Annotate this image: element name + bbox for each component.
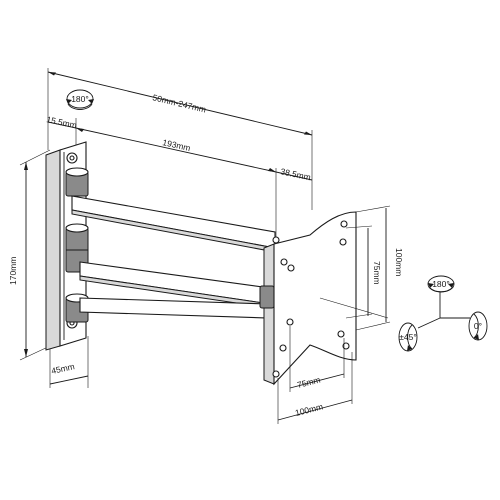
dimension-plate-height: 170mm xyxy=(8,149,51,361)
swivel-badge-top: 180° xyxy=(66,89,94,110)
vesa-hole xyxy=(272,370,280,378)
label-vesa-inner-width: 75mm xyxy=(296,375,321,390)
dimension-head-depth: 38.5mm xyxy=(275,166,313,240)
upper-arm xyxy=(71,195,276,253)
dimension-arm-length: 193mm xyxy=(75,127,277,173)
label-vesa-outer-height: 100mm xyxy=(394,248,404,276)
label-arm-length: 193mm xyxy=(162,137,192,153)
vesa-hole xyxy=(287,264,295,272)
label-head-depth: 38.5mm xyxy=(280,166,312,182)
axis-tilt-badge: ±45° xyxy=(398,322,418,352)
label-axis-swivel: 180° xyxy=(432,279,450,289)
rotate-arrow-icon xyxy=(407,324,413,350)
vesa-hole xyxy=(279,344,287,352)
axis-swivel-badge: 180° xyxy=(427,275,455,293)
label-swivel-top: 180° xyxy=(71,94,89,104)
vesa-hole xyxy=(337,330,345,338)
dimension-vesa-outer-height: 100mm xyxy=(355,205,404,331)
dimension-vesa-inner-height: 75mm xyxy=(345,225,382,319)
tilt-knob xyxy=(259,285,275,309)
vesa-hole xyxy=(342,342,350,350)
lower-arm xyxy=(79,261,271,319)
label-arm-extension: 50mm-247mm xyxy=(152,92,208,114)
dimension-wall-offset: 15.5mm xyxy=(46,114,78,150)
rotation-axis xyxy=(417,292,470,329)
center-guide-line xyxy=(319,297,389,319)
rotate-arrow-icon xyxy=(473,313,479,339)
rotate-arrow-icon xyxy=(67,103,93,110)
label-axis-tilt: ±45° xyxy=(399,332,417,342)
middle-joint xyxy=(65,223,89,273)
label-plate-width: 45mm xyxy=(50,361,75,376)
label-plate-height: 170mm xyxy=(8,257,18,285)
vesa-hole xyxy=(340,220,348,228)
label-vesa-outer-width: 100mm xyxy=(294,401,324,418)
vesa-hole xyxy=(286,318,294,326)
label-vesa-inner-height: 75mm xyxy=(372,261,382,285)
dimension-plate-width: 45mm xyxy=(49,336,89,388)
rotate-arrow-icon xyxy=(429,287,453,293)
label-wall-offset: 15.5mm xyxy=(46,114,78,130)
label-axis-rotate: 0° xyxy=(474,321,482,331)
axis-rotate-badge: 0° xyxy=(468,311,488,341)
vesa-hole xyxy=(339,238,347,246)
vesa-hole xyxy=(280,258,288,266)
vesa-plate xyxy=(272,211,357,386)
